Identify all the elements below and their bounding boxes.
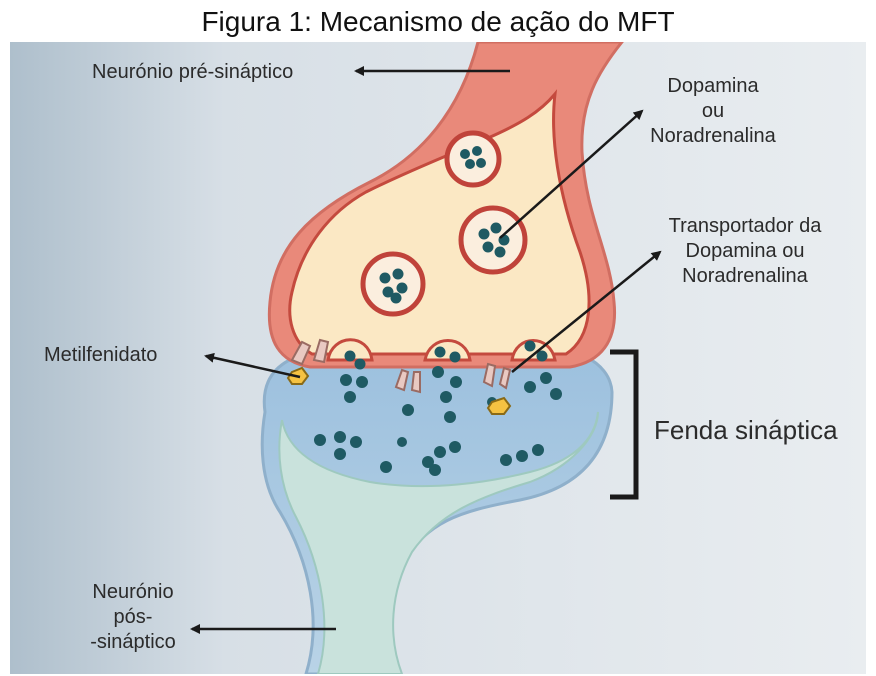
label-dopamine: Dopamina ou Noradrenalina <box>630 74 796 149</box>
label-transporter-line-2: Dopamina ou <box>640 239 850 264</box>
label-synaptic-cleft: Fenda sináptica <box>654 414 838 446</box>
figure-title: Figura 1: Mecanismo de ação do MFT <box>0 6 876 38</box>
label-post-line-3: -sináptico <box>78 630 188 655</box>
label-pre-synaptic-neuron: Neurónio pré-sináptico <box>92 60 293 85</box>
label-transporter-line-1: Transportador da <box>640 214 850 239</box>
label-methylphenidate: Metilfenidato <box>44 343 157 368</box>
label-dopamine-line-3: Noradrenalina <box>630 124 796 149</box>
label-transporter: Transportador da Dopamina ou Noradrenali… <box>640 214 850 289</box>
label-post-line-1: Neurónio <box>78 580 188 605</box>
label-transporter-line-3: Noradrenalina <box>640 264 850 289</box>
vesicle-right <box>461 208 525 272</box>
label-dopamine-line-1: Dopamina <box>630 74 796 99</box>
label-post-synaptic-neuron: Neurónio pós- -sináptico <box>78 580 188 655</box>
label-dopamine-line-2: ou <box>630 99 796 124</box>
label-post-line-2: pós- <box>78 605 188 630</box>
vesicle-left <box>363 254 423 314</box>
vesicle-top <box>447 133 499 185</box>
